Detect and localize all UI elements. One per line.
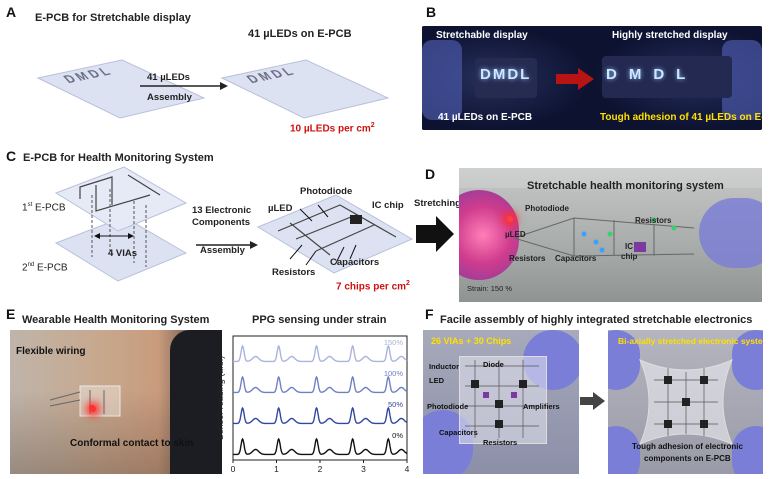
- stretched-display-photo: Stretchable display Highly stretched dis…: [422, 26, 762, 130]
- arrow-label-assembly-a: Assembly: [147, 92, 192, 103]
- highly-stretched-label: Highly stretched display: [612, 30, 728, 41]
- first-epcb-label: 1st E-PCB: [22, 202, 66, 214]
- uled-label-d: µLED: [505, 230, 526, 239]
- transition-arrow-icon: [580, 392, 605, 410]
- stretching-label: Stretching: [414, 198, 461, 209]
- amplifiers-label: Amplifiers: [523, 402, 560, 411]
- chart-title: PPG sensing under strain: [252, 314, 387, 326]
- photodiode-label-c: Photodiode: [300, 186, 353, 197]
- vias-chips-label: 26 VIAs + 30 Chips: [431, 336, 512, 346]
- diode-label: Diode: [483, 360, 504, 369]
- series-label-100pct: 100%: [384, 369, 404, 378]
- series-label-50pct: 50%: [388, 400, 403, 409]
- panel-a-label: A: [6, 4, 17, 20]
- x-tick-label: 3: [361, 464, 366, 474]
- chart-frame: [232, 335, 408, 461]
- panel-b-label: B: [426, 4, 437, 20]
- arrow-label-assembly-c: Assembly: [200, 245, 245, 256]
- panel-c-diagram: [54, 166, 414, 282]
- panel-a-title: E-PCB for Stretchable display: [35, 12, 191, 24]
- resistors-label-d-left: Resistors: [509, 254, 546, 263]
- y-axis-label: Sensor reading (a.u.): [215, 356, 225, 441]
- stretch-arrow-icon: [556, 68, 594, 90]
- panel-e-label: E: [6, 306, 16, 322]
- dmdl-led-display: DMDL: [480, 66, 532, 83]
- led-label: LED: [429, 376, 444, 385]
- capacitors-label-c: Capacitors: [330, 257, 380, 268]
- second-epcb-sheet: [54, 216, 188, 282]
- stretching-arrow-icon: [416, 216, 454, 252]
- x-tick-label: 1: [274, 464, 279, 474]
- arrow-label-13-electronic: 13 Electronic: [192, 205, 252, 216]
- adhesion-label-line2: components on E-PCB: [644, 454, 731, 463]
- dmdl-led-stretched: DMDL: [606, 66, 698, 83]
- series-line-100pct: [233, 375, 408, 394]
- biaxial-stretched-photo: Bi-axially stretched electronic system T…: [608, 330, 763, 474]
- vias-label: 4 VIAs: [108, 248, 138, 259]
- ic-chip-icon: [350, 215, 362, 224]
- series-label-150pct: 150%: [384, 338, 404, 347]
- health-monitoring-photo: Stretchable health monitoring system Pho…: [459, 168, 762, 302]
- uled-density-a: 10 µLEDs per cm2: [290, 122, 375, 135]
- x-tick-label: 4: [405, 464, 410, 474]
- integrated-electronics-photo: 26 VIAs + 30 Chips Inductor Diode LED Ph…: [423, 330, 579, 474]
- resistors-label-d-right: Resistors: [635, 216, 672, 225]
- circuit-traces-assembled: [277, 204, 397, 256]
- panel-c-title: E-PCB for Health Monitoring System: [23, 152, 214, 164]
- uleds-on-epcb-label: 41 µLEDs on E-PCB: [438, 112, 533, 123]
- series-label-0pct: 0%: [392, 431, 403, 440]
- result-title-a: 41 µLEDs on E-PCB: [248, 28, 352, 40]
- x-tick-label: 0: [231, 464, 236, 474]
- panel-d-label: D: [425, 166, 436, 182]
- uled-label-c: µLED: [268, 203, 293, 214]
- capacitors-label-d: Capacitors: [555, 254, 597, 263]
- stretchable-display-label: Stretchable display: [436, 30, 528, 41]
- capacitors-label-f: Capacitors: [439, 428, 478, 437]
- flexible-wiring-label: Flexible wiring: [16, 346, 86, 357]
- ic-label-d: IC: [625, 242, 633, 251]
- ppg-chart: Sensor reading (a.u.) 150% 100% 50% 0% 0 1 2 3…: [215, 335, 410, 474]
- panel-f-label: F: [425, 306, 434, 322]
- chip-label-d: chip: [621, 252, 638, 261]
- panel-f-title: Facile assembly of highly integrated str…: [440, 314, 753, 326]
- first-epcb-sheet: [54, 166, 188, 232]
- series-line-50pct: [233, 406, 408, 425]
- panel-c-label: C: [6, 148, 17, 164]
- biaxial-stretched-label: Bi-axially stretched electronic system: [618, 336, 763, 346]
- epcb-sheet-a-right: [220, 59, 390, 119]
- resistors-label-f: Resistors: [483, 438, 518, 447]
- photodiode-label-f: Photodiode: [427, 402, 469, 411]
- series-line-150pct: [233, 344, 408, 363]
- tough-adhesion-label: Tough adhesion of 41 µLEDs on E-PCB: [600, 112, 762, 123]
- epcb-sheet-a-left: [36, 59, 206, 119]
- wearable-device-photo: Flexible wiring Conformal contact to ski…: [10, 330, 222, 474]
- arrow-label-41-uleds: 41 µLEDs: [147, 72, 190, 83]
- panel-e-title: Wearable Health Monitoring System: [22, 314, 210, 326]
- assembled-epcb-sheet: [256, 194, 414, 274]
- arrow-label-components: Components: [192, 217, 251, 228]
- panel-a-diagram: [36, 59, 390, 119]
- strain-label: Strain: 150 %: [467, 284, 513, 293]
- adhesion-label-line1: Tough adhesion of electronic: [632, 442, 743, 451]
- circuit-traces-top: [79, 174, 161, 212]
- conformal-contact-label: Conformal contact to skin: [70, 438, 194, 449]
- second-epcb-label: 2nd E-PCB: [22, 262, 68, 274]
- ic-chip-label: IC chip: [372, 200, 404, 211]
- chip-density-c: 7 chips per cm2: [336, 280, 410, 293]
- inductor-label: Inductor: [429, 362, 459, 371]
- resistors-label-c: Resistors: [272, 267, 316, 278]
- x-tick-label: 2: [318, 464, 323, 474]
- panel-d-title: Stretchable health monitoring system: [527, 180, 724, 192]
- photodiode-label-d: Photodiode: [525, 204, 569, 213]
- series-line-0pct: [233, 437, 408, 456]
